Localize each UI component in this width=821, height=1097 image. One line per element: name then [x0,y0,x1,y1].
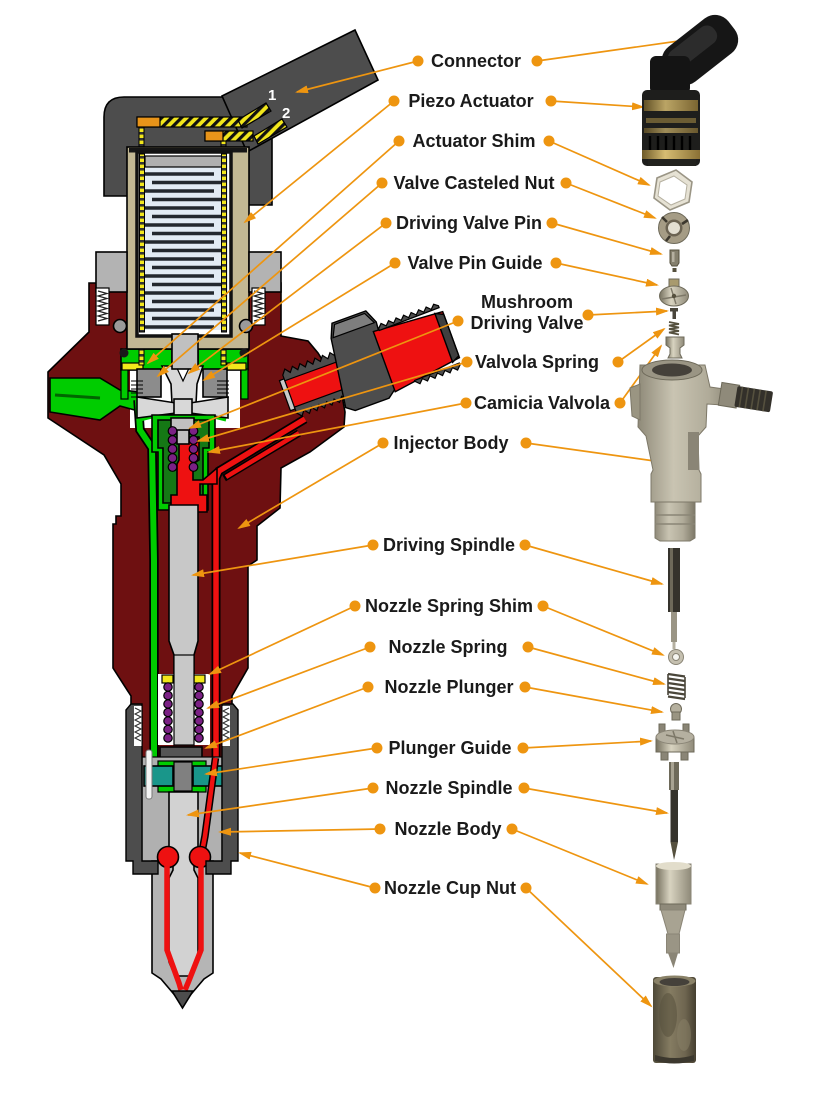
svg-text:Nozzle Body: Nozzle Body [394,819,501,839]
svg-text:Plunger Guide: Plunger Guide [388,738,511,758]
svg-text:1: 1 [268,87,276,104]
svg-text:Nozzle Cup Nut: Nozzle Cup Nut [384,878,516,898]
svg-text:Driving Spindle: Driving Spindle [383,535,515,555]
svg-text:Driving Valve: Driving Valve [470,313,583,333]
svg-text:Nozzle Spring Shim: Nozzle Spring Shim [365,596,533,616]
svg-text:Nozzle Plunger: Nozzle Plunger [384,677,513,697]
svg-text:Nozzle Spindle: Nozzle Spindle [385,778,512,798]
svg-text:Valve Casteled Nut: Valve Casteled Nut [393,173,554,193]
svg-text:Injector Body: Injector Body [393,433,508,453]
svg-text:Actuator Shim: Actuator Shim [412,131,535,151]
svg-text:Camicia Valvola: Camicia Valvola [474,393,611,413]
svg-text:Connector: Connector [431,51,521,71]
svg-text:Driving Valve Pin: Driving Valve Pin [396,213,542,233]
svg-text:Valve Pin Guide: Valve Pin Guide [407,253,542,273]
svg-text:Mushroom: Mushroom [481,292,573,312]
svg-text:Nozzle Spring: Nozzle Spring [388,637,507,657]
svg-text:Piezo Actuator: Piezo Actuator [408,91,533,111]
svg-text:2: 2 [282,105,290,122]
svg-text:Valvola Spring: Valvola Spring [475,352,599,372]
